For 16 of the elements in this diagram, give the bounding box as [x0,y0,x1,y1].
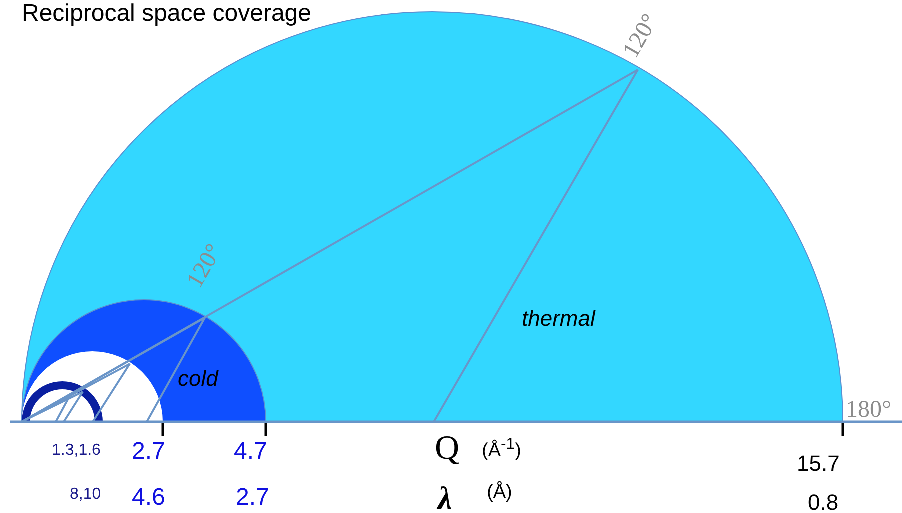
wavelength-value: 0.8 [808,492,839,513]
wavelength-value: 2.7 [236,486,270,510]
q-value: 15.7 [797,453,840,475]
q-value: 2.7 [132,440,166,464]
region-label: cold [178,368,218,390]
axis-symbol: Q [435,432,460,466]
wavelength-value: 1.3,1.6 [52,443,101,459]
unit-label: (Å) [487,483,512,502]
wavelength-value: 8,10 [70,487,102,503]
angle-label: 180° [846,398,892,422]
q-value: 4.7 [234,440,268,464]
region-label: thermal [522,308,596,330]
unit-label: (Å$^{-1}$) [482,437,522,460]
axis-symbol: λ [438,482,452,513]
wavelength-value: 4.6 [132,486,166,510]
diagram-title: Reciprocal space coverage [22,2,312,26]
